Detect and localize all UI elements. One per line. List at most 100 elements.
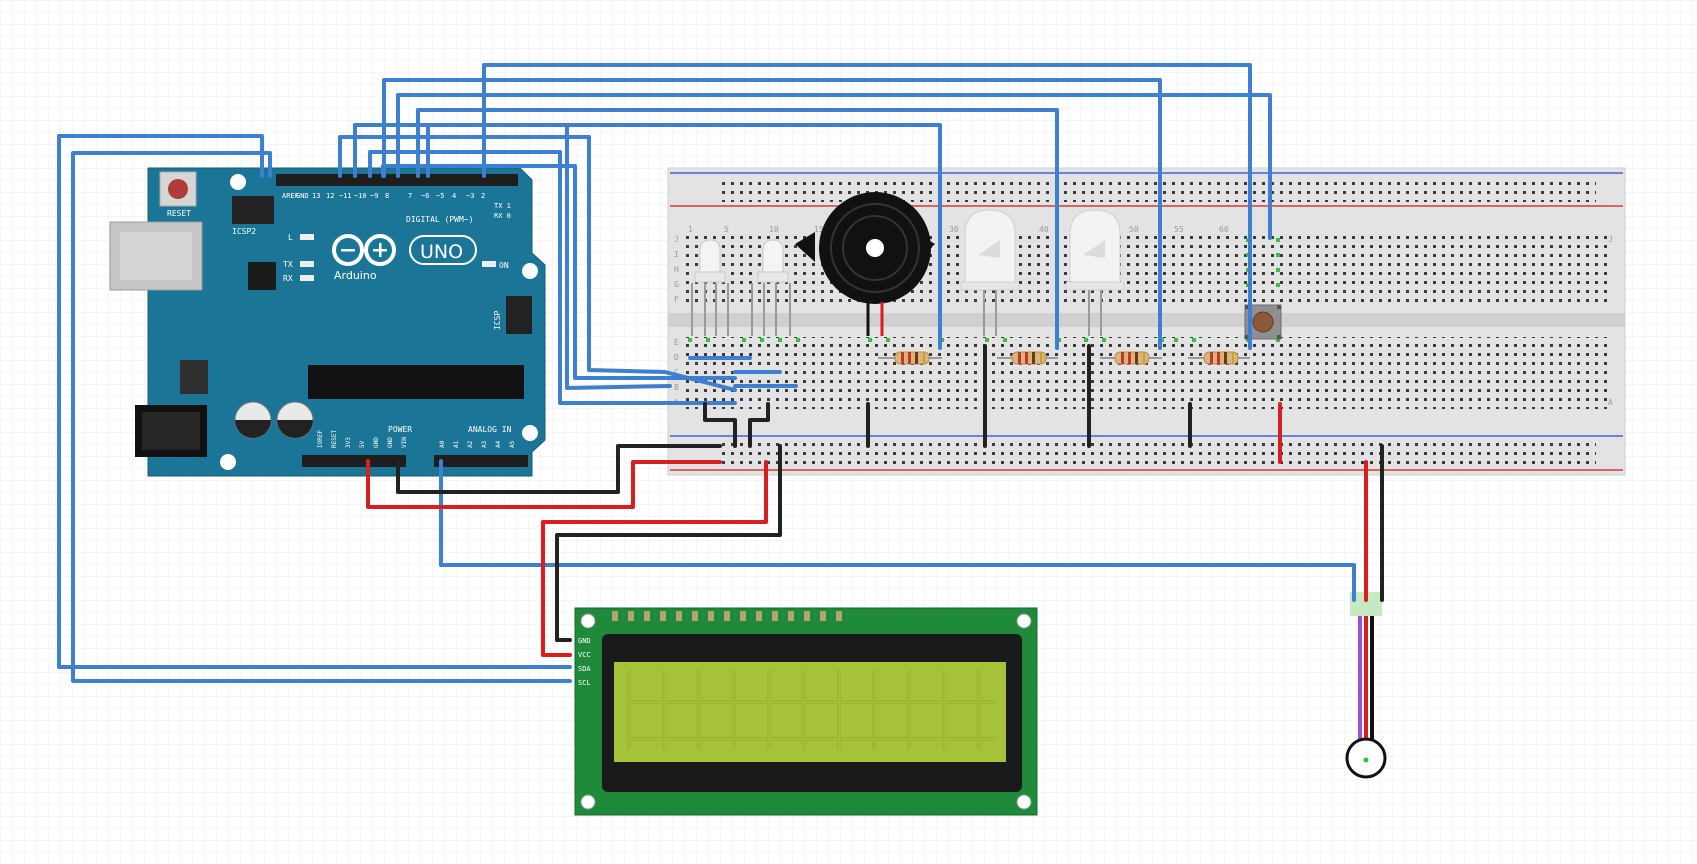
row-letter: H — [674, 265, 679, 274]
pin-label: RX 0 — [494, 212, 511, 220]
column-number: 15 — [814, 225, 824, 234]
top-power-rail — [716, 178, 1596, 202]
terminal-strip-bottom — [686, 337, 1613, 409]
power-header[interactable] — [302, 455, 406, 467]
pin-label: VIN — [401, 437, 408, 448]
lcd-display[interactable]: GND VCC SDA SCL — [574, 607, 1038, 816]
column-number: 10 — [769, 225, 779, 234]
arduino-uno[interactable]: RESET ICSP2 UNO Arduino L TX — [109, 167, 546, 477]
on-label: ON — [499, 261, 509, 270]
brand-label: Arduino — [334, 269, 377, 282]
pin-label: 12 — [326, 192, 334, 200]
pin-label: ~10 — [354, 192, 367, 200]
power-label: POWER — [388, 425, 412, 434]
pin-label: A2 — [467, 440, 474, 448]
mounting-hole — [230, 174, 246, 190]
column-number: 40 — [1039, 225, 1049, 234]
column-number: 60 — [1219, 225, 1229, 234]
piezo-buzzer[interactable] — [795, 192, 935, 336]
rgb-led-2[interactable] — [751, 239, 791, 336]
breadboard[interactable]: J I H G F E D C B A J A 1 5 10 15 20 25 … — [667, 167, 1626, 476]
pin-label: ~11 — [339, 192, 352, 200]
wires-red[interactable] — [366, 402, 1368, 657]
l-led — [300, 234, 314, 240]
mounting-hole — [522, 263, 538, 279]
pin-label: 13 — [312, 192, 320, 200]
lcd-pin-sda: SDA — [578, 665, 591, 673]
digital-header[interactable] — [276, 174, 518, 186]
column-number: 30 — [949, 225, 959, 234]
row-letter: B — [674, 383, 679, 392]
resistor-1[interactable] — [878, 351, 942, 365]
digital-label: DIGITAL (PWM~) — [406, 215, 473, 224]
icsp2-label: ICSP2 — [232, 227, 256, 236]
column-number: 50 — [1129, 225, 1139, 234]
analog-header[interactable] — [434, 455, 528, 467]
white-led-1[interactable] — [960, 209, 1020, 336]
tx-led — [300, 261, 314, 267]
lcd-pin-gnd: GND — [578, 637, 591, 645]
pin-label: 4 — [452, 192, 456, 200]
column-number: 1 — [688, 225, 693, 234]
mounting-hole — [220, 454, 236, 470]
pin-label: ~9 — [370, 192, 378, 200]
pin-label: ~6 — [421, 192, 429, 200]
lcd-pin-vcc: VCC — [578, 651, 591, 659]
pin-label: 3V3 — [345, 437, 352, 448]
tx-label: TX — [283, 260, 293, 269]
row-letter: D — [674, 353, 679, 362]
pin-label: GND — [373, 437, 380, 448]
uno-badge — [409, 235, 477, 265]
row-letter: G — [674, 280, 679, 289]
rx-label: RX — [283, 274, 293, 283]
pin-label: 2 — [481, 192, 485, 200]
pin-label: RESET — [331, 430, 338, 448]
on-led — [482, 261, 496, 267]
resistor-3[interactable] — [1100, 351, 1162, 365]
reset-label: RESET — [167, 209, 191, 218]
mounting-hole — [522, 425, 538, 441]
resistor-2[interactable] — [997, 351, 1058, 365]
voltage-regulator — [180, 360, 208, 394]
lcd-top-pins — [612, 611, 842, 621]
row-letter: E — [674, 338, 679, 347]
pin-label: TX 1 — [494, 202, 511, 210]
pin-label: A5 — [509, 440, 516, 448]
pin-label: IOREF — [317, 430, 324, 448]
atmega-chip — [308, 365, 524, 399]
pin-label: 5V — [359, 440, 366, 448]
pin-label: ~3 — [466, 192, 474, 200]
pin-label: 7 — [408, 192, 412, 200]
resistor-4[interactable] — [1188, 351, 1250, 365]
pin-label: GND — [387, 437, 394, 448]
wires-black[interactable] — [396, 344, 1384, 642]
lcd-pin-scl: SCL — [578, 679, 591, 687]
pin-label: A4 — [495, 440, 502, 448]
arduino-logo — [332, 234, 396, 266]
model-label: UNO — [420, 241, 463, 263]
rgb-led-1[interactable] — [691, 239, 729, 336]
column-number: 55 — [1174, 225, 1184, 234]
row-letter: A — [1608, 398, 1613, 407]
column-number: 5 — [724, 225, 729, 234]
row-letter: C — [674, 368, 679, 377]
temperature-probe[interactable] — [1345, 592, 1387, 779]
rx-led — [300, 275, 314, 281]
row-letter: J — [674, 235, 679, 244]
pin-label: A3 — [481, 440, 488, 448]
row-letter: I — [674, 250, 679, 259]
icsp-label: ICSP — [493, 311, 502, 330]
row-letter: J — [1608, 235, 1613, 244]
analog-label: ANALOG IN — [468, 425, 512, 434]
row-letter: F — [674, 295, 679, 304]
wires-blue[interactable] — [57, 63, 1356, 683]
pin-label: 8 — [385, 192, 389, 200]
usb-chip — [248, 262, 276, 290]
l-label: L — [288, 233, 293, 242]
pin-label: ~5 — [436, 192, 444, 200]
pin-label: A1 — [453, 440, 460, 448]
breadboard-jumpers[interactable] — [688, 356, 798, 388]
white-led-2[interactable] — [1065, 209, 1125, 336]
aref-label: AREF — [282, 192, 299, 200]
